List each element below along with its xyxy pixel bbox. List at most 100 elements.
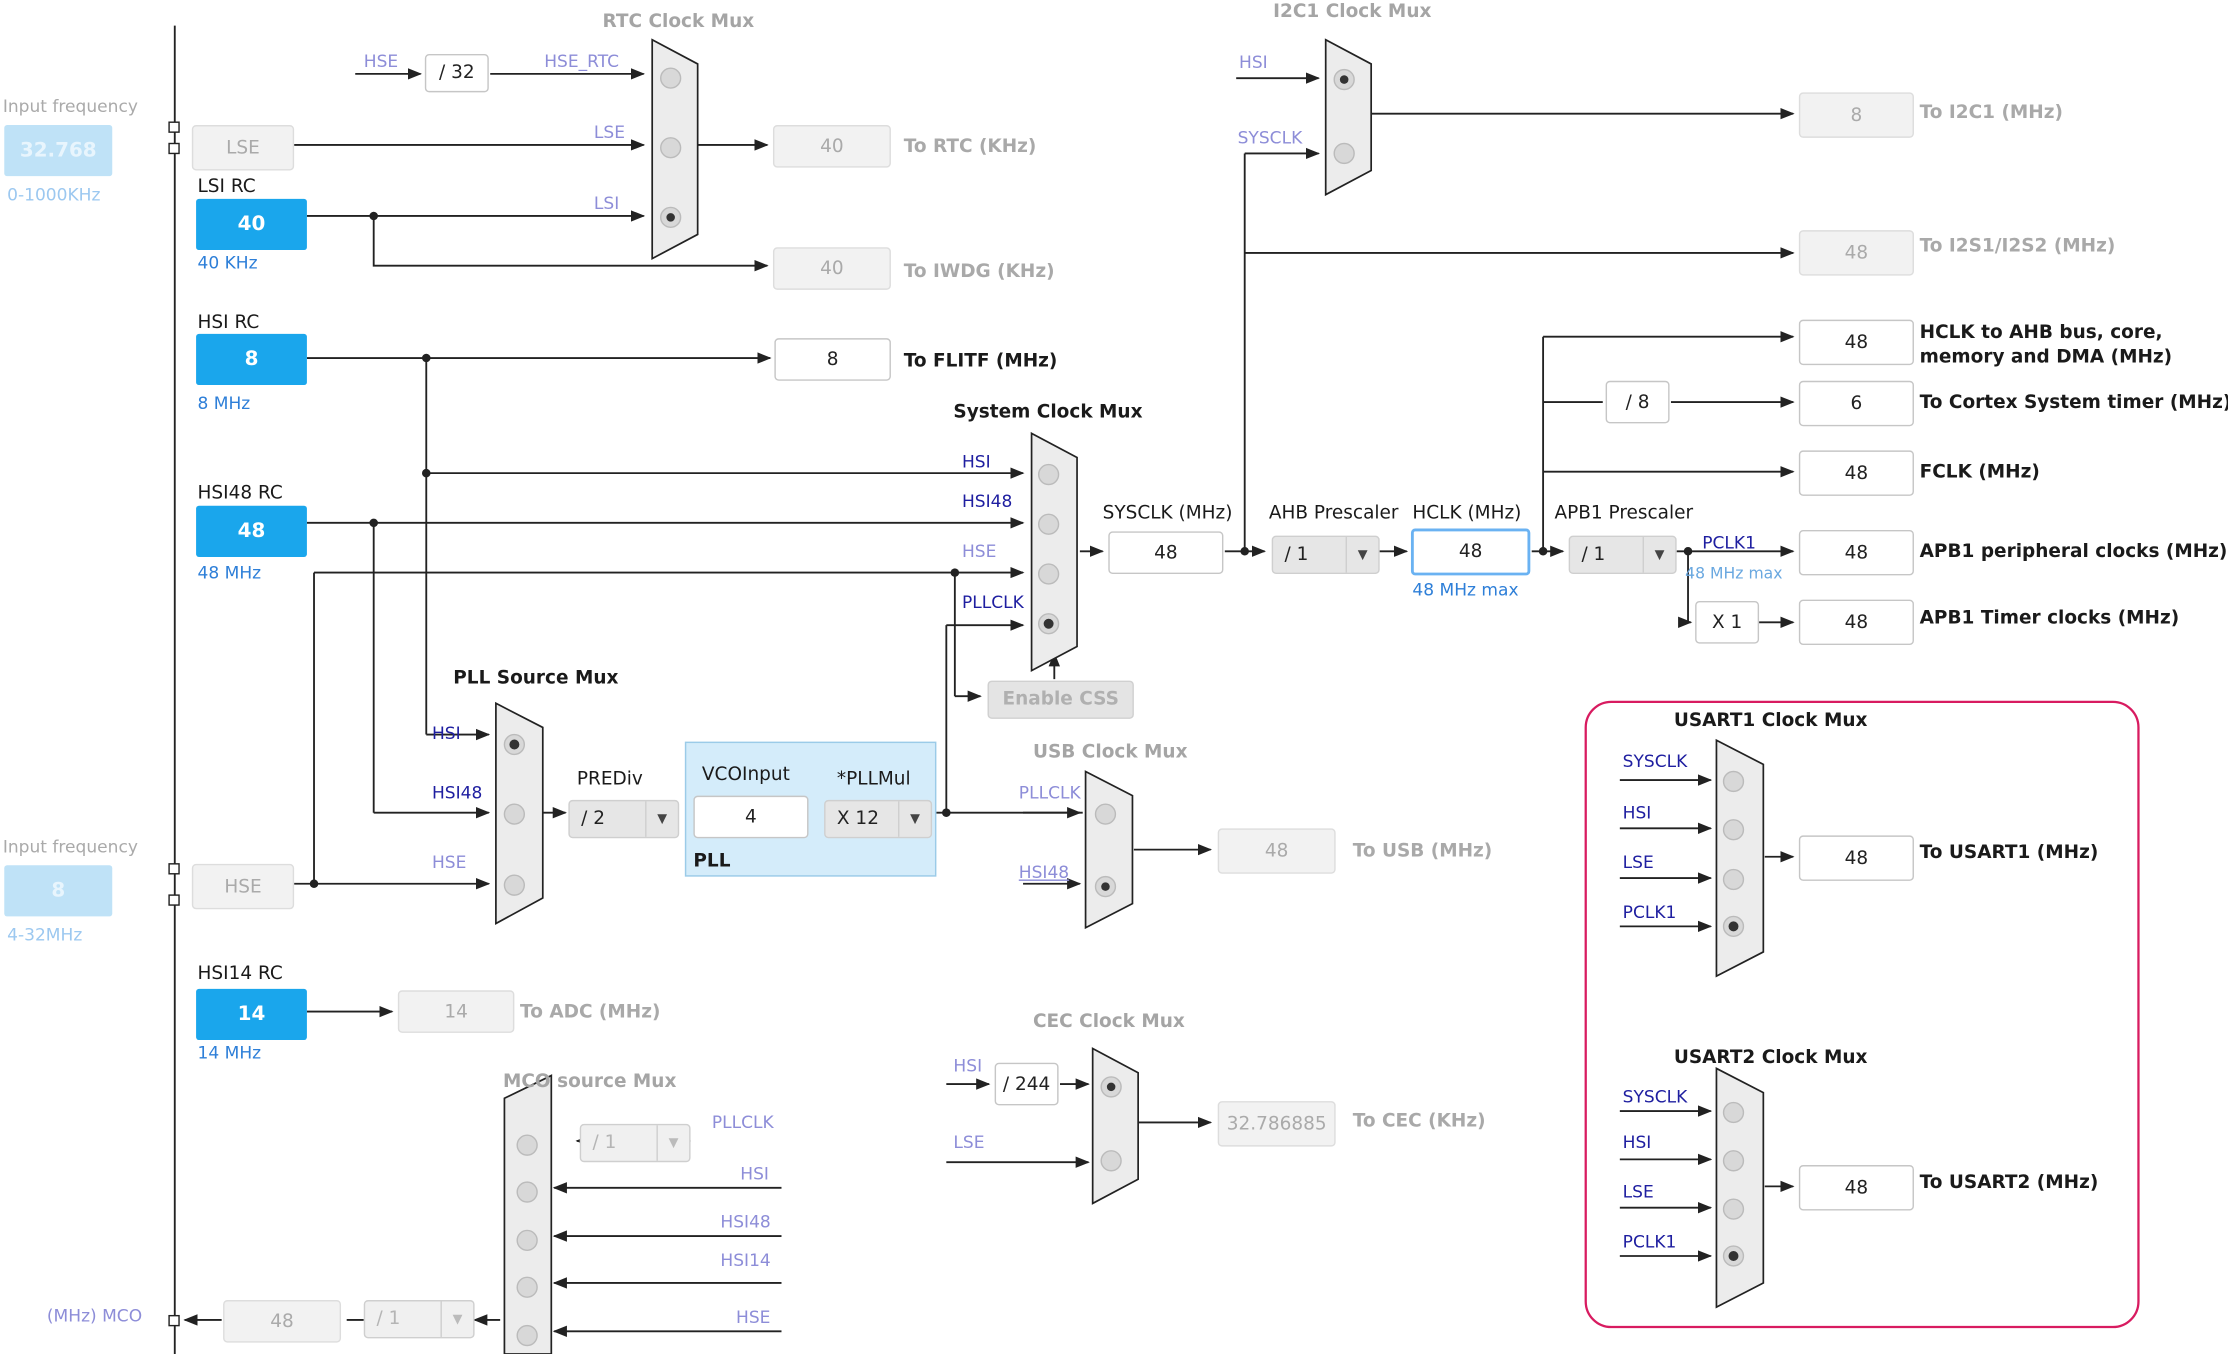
usart2-clock-mux[interactable] — [1719, 1097, 1750, 1275]
hsi-oscillator[interactable]: 8 — [196, 333, 307, 386]
cec-output-value: 32.786885 — [1217, 1101, 1336, 1147]
i2s-output-label: To I2S1/I2S2 (MHz) — [1919, 235, 2116, 258]
pll-source-mux-title: PLL Source Mux — [453, 667, 619, 690]
hsi48-freq: 48 MHz — [197, 562, 262, 583]
lse-source-box[interactable]: LSE — [191, 125, 295, 171]
hclk-max: 48 MHz max — [1412, 579, 1519, 600]
mco-hsi48-label: HSI48 — [720, 1211, 771, 1232]
iwdg-output-value: 40 — [772, 247, 891, 290]
i2c1-sysclk-label: SYSCLK — [1237, 127, 1303, 148]
rtc-mux-title: RTC Clock Mux — [602, 11, 755, 33]
mco-pll-divider-dropdown[interactable]: / 1▼ — [579, 1123, 691, 1163]
chevron-down-icon: ▼ — [656, 1125, 689, 1161]
i2c1-clock-mux[interactable] — [1329, 64, 1360, 171]
i2s-output-value: 48 — [1798, 230, 1914, 276]
usb-mux-title: USB Clock Mux — [1032, 741, 1188, 763]
hsi48-oscillator[interactable]: 48 — [196, 505, 307, 557]
mco-hsi14-label: HSI14 — [720, 1250, 771, 1271]
chevron-down-icon: ▼ — [645, 801, 678, 837]
pll-source-mux[interactable] — [500, 727, 531, 897]
lsi-freq: 40 KHz — [197, 252, 258, 273]
pllsrc-hsi-label: HSI — [431, 723, 461, 744]
mco-output-divider-value: / 1 — [376, 1308, 401, 1330]
cec-mux-title: CEC Clock Mux — [1032, 1011, 1185, 1033]
hclk-value-field[interactable]: 48 — [1410, 528, 1531, 576]
usart1-lse-label: LSE — [1622, 852, 1654, 873]
pclk1-label: PCLK1 — [1702, 532, 1756, 553]
usart1-mux-title: USART1 Clock Mux — [1673, 710, 1868, 732]
mco-mux-title: MCO source Mux — [502, 1071, 677, 1093]
i2c1-output-label: To I2C1 (MHz) — [1919, 102, 2063, 124]
apb1-prescaler-dropdown[interactable]: / 1▼ — [1568, 535, 1677, 575]
usart1-sysclk-label: SYSCLK — [1622, 751, 1688, 772]
usart2-hsi-label: HSI — [1622, 1132, 1652, 1153]
apb1-peripheral-label: APB1 peripheral clocks (MHz) — [1919, 541, 2228, 563]
i2c1-output-value: 8 — [1798, 92, 1914, 138]
usb-output-value: 48 — [1217, 828, 1336, 874]
usart1-hsi-label: HSI — [1622, 802, 1652, 823]
rtc-hse-label: HSE — [363, 51, 399, 72]
mco-output-divider-dropdown[interactable]: / 1 ▼ — [363, 1300, 475, 1339]
prediv-dropdown[interactable]: / 2 ▼ — [568, 799, 680, 839]
pllsrc-hse-label: HSE — [431, 852, 467, 873]
fclk-value: 48 — [1798, 450, 1914, 496]
prediv-value: / 2 — [581, 808, 606, 830]
i2c1-hsi-label: HSI — [1239, 52, 1268, 73]
chevron-down-icon: ▼ — [1345, 537, 1379, 573]
ahb-prescaler-value: / 1 — [1284, 544, 1309, 566]
usb-output-label: To USB (MHz) — [1352, 841, 1493, 863]
cortex-timer-value: 6 — [1798, 380, 1914, 427]
apb1-timer-label: APB1 Timer clocks (MHz) — [1919, 608, 2180, 630]
pllmul-value: X 12 — [836, 808, 879, 830]
rtc-output-value: 40 — [772, 125, 891, 168]
apb1-prescaler-label: APB1 Prescaler — [1554, 502, 1694, 525]
cortex-timer-label: To Cortex System timer (MHz) — [1919, 392, 2228, 414]
mco-source-mux[interactable] — [509, 1122, 543, 1349]
hse-source-box[interactable]: HSE — [191, 863, 295, 910]
rtc-lse-label: LSE — [593, 122, 626, 143]
cec-output-label: To CEC (KHz) — [1352, 1111, 1486, 1133]
usart2-mux-title: USART2 Clock Mux — [1673, 1047, 1868, 1069]
cec-clock-mux[interactable] — [1096, 1073, 1127, 1180]
sysmux-pllclk-label: PLLCLK — [961, 592, 1024, 613]
usart1-pclk1-label: PCLK1 — [1622, 902, 1677, 923]
hsi14-freq: 14 MHz — [197, 1042, 262, 1063]
prediv-label: PREDiv — [576, 768, 643, 790]
cec-hsi-divider[interactable]: / 244 — [994, 1062, 1059, 1106]
enable-css-button[interactable]: Enable CSS — [987, 680, 1134, 719]
chevron-down-icon: ▼ — [440, 1301, 473, 1337]
flitf-output-value: 8 — [774, 338, 891, 381]
lse-input-frequency-field[interactable]: 32.768 — [4, 125, 113, 177]
lsi-oscillator[interactable]: 40 — [196, 198, 307, 251]
system-clock-mux[interactable] — [1034, 463, 1065, 636]
usart2-pclk1-label: PCLK1 — [1622, 1231, 1677, 1252]
pllmul-dropdown[interactable]: X 12▼ — [824, 799, 933, 839]
pll-name: PLL — [693, 851, 731, 873]
rtc-hse-divider[interactable]: / 32 — [424, 53, 489, 93]
pllmul-label: *PLLMul — [836, 768, 911, 790]
apb1-timer-multiplier: X 1 — [1695, 600, 1760, 644]
hse-input-frequency-label: Input frequency — [2, 836, 138, 857]
vco-input-value: 4 — [693, 795, 809, 839]
usb-clock-mux[interactable] — [1090, 796, 1121, 903]
hsi14-oscillator[interactable]: 14 — [196, 988, 307, 1041]
sysmux-hse-label: HSE — [961, 541, 997, 562]
hse-input-range: 4-32MHz — [7, 924, 83, 945]
cortex-divider[interactable]: / 8 — [1605, 380, 1670, 424]
usart1-clock-mux[interactable] — [1719, 767, 1750, 945]
flitf-output-label: To FLITF (MHz) — [903, 350, 1058, 373]
system-clock-mux-title: System Clock Mux — [953, 402, 1143, 424]
hsi-title: HSI RC — [197, 312, 260, 334]
usb-hsi48-label: HSI48 — [1018, 862, 1070, 883]
mco-output-label: (MHz) MCO — [46, 1305, 143, 1326]
hsi48-title: HSI48 RC — [197, 483, 283, 505]
lsi-title: LSI RC — [197, 176, 256, 198]
usart1-output-label: To USART1 (MHz) — [1919, 842, 2099, 864]
i2c1-mux-title: I2C1 Clock Mux — [1273, 1, 1432, 23]
ahb-prescaler-dropdown[interactable]: / 1 ▼ — [1271, 535, 1380, 575]
sysclk-value[interactable]: 48 — [1108, 531, 1224, 575]
hclk-label: HCLK (MHz) — [1412, 502, 1522, 525]
hse-input-frequency-field[interactable]: 8 — [4, 865, 113, 917]
